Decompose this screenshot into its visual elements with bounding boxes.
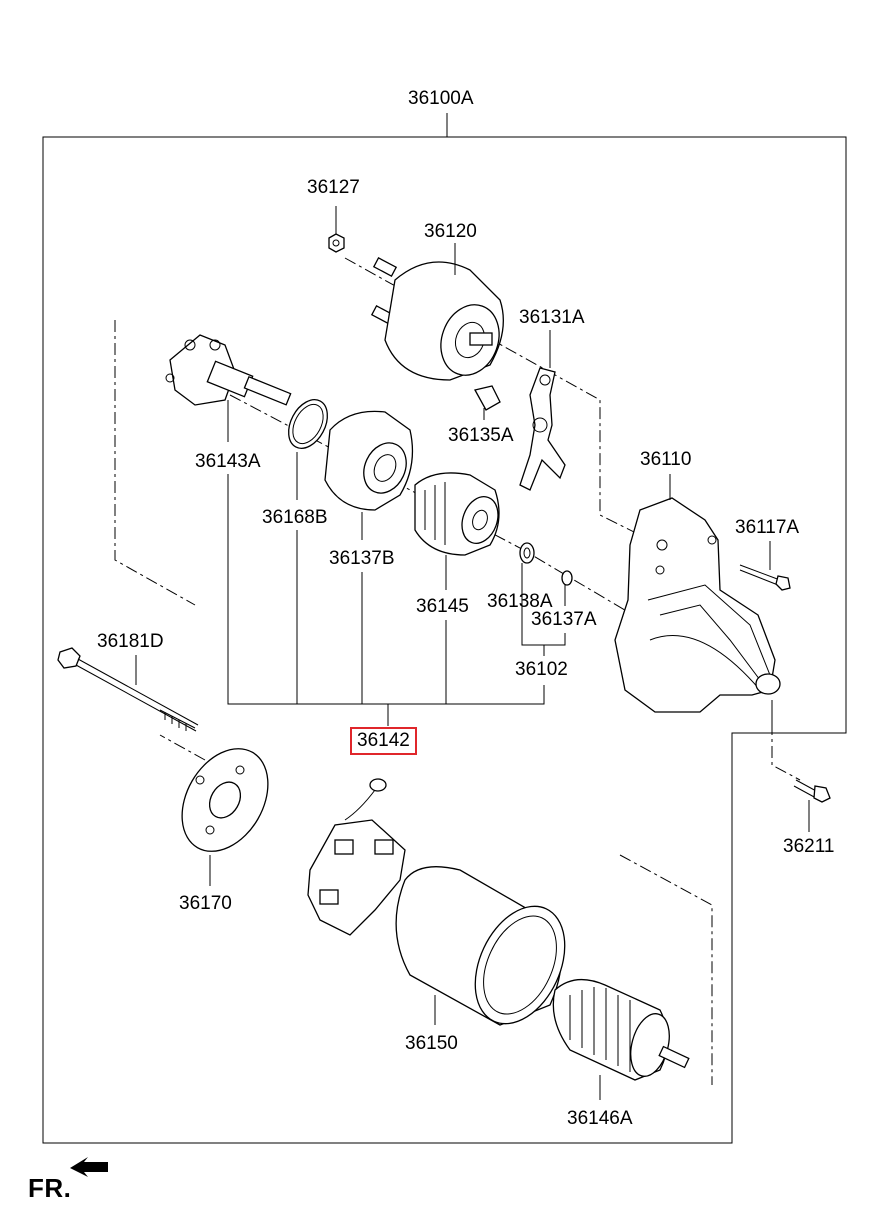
part-label-36137B[interactable]: 36137B (329, 548, 395, 569)
part-label-36168B[interactable]: 36168B (262, 507, 328, 528)
assembly-frame (42, 113, 847, 1144)
yoke-36150-part (395, 866, 566, 1026)
part-label-36142-highlighted[interactable]: 36142 (350, 727, 417, 755)
part-label-36138A[interactable]: 36138A (487, 591, 553, 612)
part-label-36150[interactable]: 36150 (405, 1033, 458, 1054)
part-label-36211[interactable]: 36211 (783, 836, 835, 857)
part-label-36145[interactable]: 36145 (416, 596, 469, 617)
axis-line-flange (159, 734, 206, 761)
part-label-36120[interactable]: 36120 (424, 221, 477, 242)
part-label-36131A[interactable]: 36131A (519, 307, 585, 328)
clip-36137A-part (561, 570, 573, 586)
part-label-36102[interactable]: 36102 (515, 659, 568, 680)
bolt-36117A-part (739, 564, 791, 591)
part-label-36146A[interactable]: 36146A (567, 1108, 633, 1129)
assembly-label: 36100A (408, 88, 474, 109)
part-label-36110[interactable]: 36110 (640, 449, 692, 470)
ring-36168B-part (288, 399, 328, 449)
nut-36127-part (328, 233, 345, 253)
brush-holder-part (307, 778, 406, 936)
axis-line-bottom (619, 854, 713, 1085)
part-label-36117A[interactable]: 36117A (735, 517, 800, 538)
leader-lines (135, 206, 810, 1100)
bolt-36181D-part (57, 647, 199, 732)
part-label-36181D[interactable]: 36181D (97, 631, 164, 652)
part-label-36170[interactable]: 36170 (179, 893, 232, 914)
pinion-36145-part (414, 472, 500, 556)
bracket-36170-part (181, 748, 269, 852)
bolt-36211-part (793, 779, 831, 803)
plunger-36135A-part (474, 385, 501, 411)
gear-housing-36137B-part (324, 410, 414, 511)
housing-36110-part (614, 497, 781, 713)
part-label-36135A[interactable]: 36135A (448, 425, 514, 446)
shaft-36143A-part (165, 334, 292, 406)
axis-line-left (114, 320, 196, 606)
part-label-36137A[interactable]: 36137A (531, 609, 597, 630)
front-arrow-icon (70, 1157, 108, 1177)
solenoid-36120-part (370, 257, 504, 381)
part-label-36127[interactable]: 36127 (307, 177, 360, 198)
washer-36138A-part (519, 542, 535, 564)
axis-line-bolt (771, 700, 801, 781)
armature-36146A-part (552, 978, 690, 1081)
lever-36131A-part (519, 367, 566, 491)
front-orientation-label: FR. (28, 1173, 72, 1203)
part-label-36143A[interactable]: 36143A (195, 451, 261, 472)
